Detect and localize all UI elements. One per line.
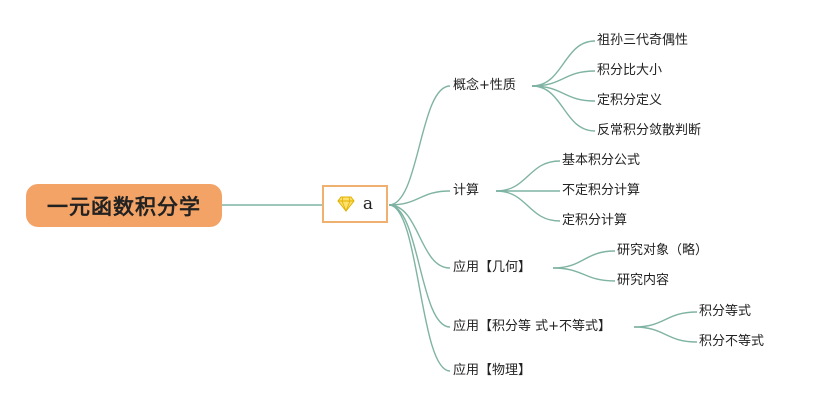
branch-to-leaf-connector (633, 326, 698, 343)
branch-concept-properties[interactable]: 概念+性质 (453, 78, 516, 93)
branch-to-leaf-connector (531, 40, 596, 87)
hub-to-branch-connector (388, 85, 451, 206)
leaf-node[interactable]: 研究对象（略） (617, 243, 709, 258)
branch-calculation[interactable]: 计算 (453, 183, 480, 198)
branch-to-leaf-connector (495, 190, 561, 222)
root-label: 一元函数积分学 (47, 194, 201, 219)
leaf-node[interactable]: 积分等式 (699, 304, 752, 319)
branch-to-leaf-connector (531, 85, 596, 132)
hub-label: a (362, 194, 374, 214)
branch-to-leaf-connector (552, 250, 616, 269)
branch-application-geometry[interactable]: 应用【几何】 (453, 260, 532, 275)
branch-to-leaf-connector (495, 160, 561, 192)
leaf-node[interactable]: 积分不等式 (699, 334, 765, 349)
leaf-node[interactable]: 祖孙三代奇偶性 (597, 33, 689, 48)
branch-application-physics[interactable]: 应用【物理】 (453, 363, 532, 378)
root-node[interactable]: 一元函数积分学 (26, 184, 222, 227)
hub-to-branch-connector (388, 190, 451, 206)
branch-application-equalities[interactable]: 应用【积分等 式+不等式】 (453, 319, 612, 334)
leaf-node[interactable]: 积分比大小 (597, 63, 663, 78)
hub-to-branch-connector (388, 204, 451, 328)
hub-node[interactable]: a (322, 185, 388, 223)
diamond-icon (337, 196, 355, 212)
hub-to-branch-connector (388, 204, 451, 269)
leaf-node[interactable]: 反常积分敛散判断 (597, 123, 702, 138)
branch-to-leaf-connector (531, 70, 596, 87)
connector-lines (222, 40, 698, 372)
leaf-node[interactable]: 研究内容 (617, 273, 670, 288)
hub-to-branch-connector (388, 204, 451, 372)
leaf-node[interactable]: 定积分计算 (562, 213, 628, 228)
leaf-node[interactable]: 基本积分公式 (562, 153, 641, 168)
branch-to-leaf-connector (552, 267, 616, 282)
branch-to-leaf-connector (633, 311, 698, 328)
leaf-node[interactable]: 不定积分计算 (562, 183, 641, 198)
leaf-node[interactable]: 定积分定义 (597, 93, 663, 108)
